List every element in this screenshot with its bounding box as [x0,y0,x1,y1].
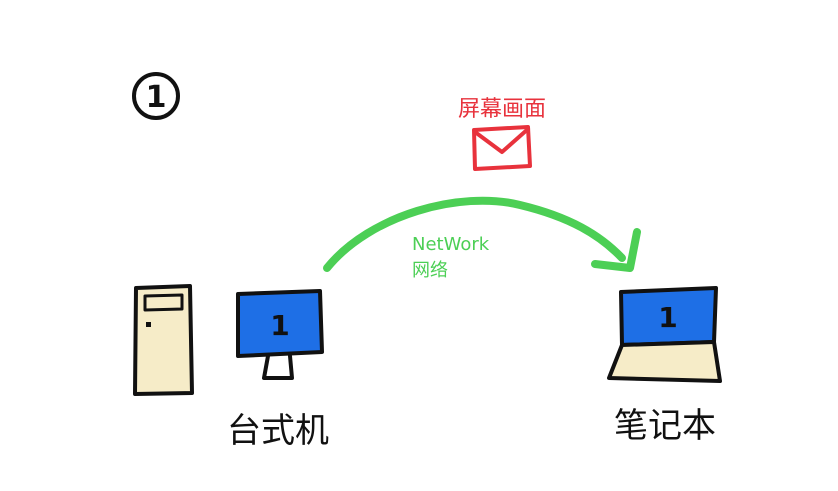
laptop-screen-number: 1 [658,301,677,334]
envelope-icon [472,125,532,171]
arrow-head [591,228,641,272]
network-arrow: NetWork 网络 [323,196,641,281]
laptop-computer: 1 笔记本 [607,286,722,446]
desktop-tower [133,284,194,396]
desktop-label: 台式机 [227,411,329,451]
laptop-label: 笔记本 [614,406,716,446]
network-label-zh: 网络 [412,260,448,281]
step-circle [132,72,180,120]
screen-message: 屏幕画面 [458,97,546,171]
arrow-shaft [323,196,626,272]
monitor-stand [262,354,294,380]
desktop-monitor: 1 [236,289,324,380]
message-label: 屏幕画面 [458,97,546,122]
desktop-computer: 1 台式机 [133,284,329,451]
laptop-base [607,340,722,383]
network-label-en: NetWork [412,234,490,255]
step-number: 1 [146,80,167,115]
desktop-screen-number: 1 [270,309,289,342]
step-marker: 1 [132,72,180,120]
